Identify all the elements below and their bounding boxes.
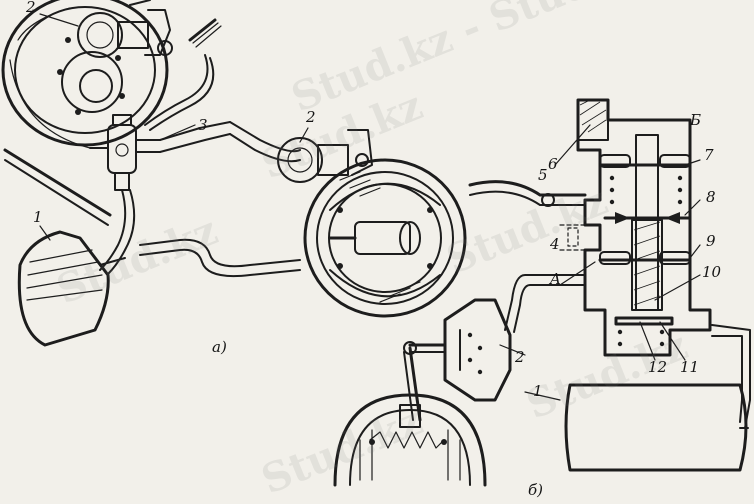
lever xyxy=(408,346,422,422)
brake-shoes xyxy=(333,393,487,487)
control-valve-3 xyxy=(89,114,161,191)
label-part-1-a: 1 xyxy=(33,208,43,226)
label-part-5-b: 5 xyxy=(538,166,548,184)
label-part-11-b: 11 xyxy=(680,358,700,376)
label-part-6-b: 6 xyxy=(548,155,558,173)
check-ball xyxy=(541,193,555,207)
upper-brake-chamber xyxy=(77,0,173,58)
pipe-tank-valve xyxy=(711,324,751,429)
pipe-valve-right xyxy=(159,121,231,141)
label-part-8-b: 8 xyxy=(706,188,716,206)
label-part-2-b: 2 xyxy=(515,348,525,366)
label-part-2-a-top: 2 xyxy=(26,0,36,16)
pipe-loop-bottom xyxy=(139,238,301,268)
hose-top xyxy=(188,18,217,42)
label-cavity-B: Б xyxy=(690,111,702,129)
label-part-1-b: 1 xyxy=(533,382,543,400)
left-rod xyxy=(3,148,112,217)
valve-body xyxy=(576,98,712,357)
label-part-10-b: 10 xyxy=(702,263,722,281)
view-b xyxy=(39,13,751,487)
caption-b: б) xyxy=(528,481,544,499)
label-part-3-a: 3 xyxy=(198,116,208,134)
label-part-12-b: 12 xyxy=(648,358,668,376)
label-part-2-a-right: 2 xyxy=(306,108,316,126)
label-part-7-b: 7 xyxy=(704,146,714,164)
hose-chamber-to-valve xyxy=(144,54,209,126)
label-cavity-A: A xyxy=(550,270,561,288)
left-brake-drum xyxy=(1,0,169,149)
label-part-4-b: 4 xyxy=(550,235,560,253)
leader-lines xyxy=(39,13,701,401)
valve-springs xyxy=(609,175,683,347)
right-brake-assembly xyxy=(303,158,467,318)
air-reservoir-a xyxy=(17,230,126,347)
view-a xyxy=(1,0,467,347)
atmos-outlet-4 xyxy=(559,224,586,251)
label-part-9-b: 9 xyxy=(706,232,716,250)
right-brake-chamber xyxy=(277,129,373,183)
pipe-valve-chamber xyxy=(504,274,586,331)
brake-chamber-b xyxy=(403,298,512,402)
caption-a: а) xyxy=(212,338,227,356)
inlet-pipe-5 xyxy=(468,180,587,197)
